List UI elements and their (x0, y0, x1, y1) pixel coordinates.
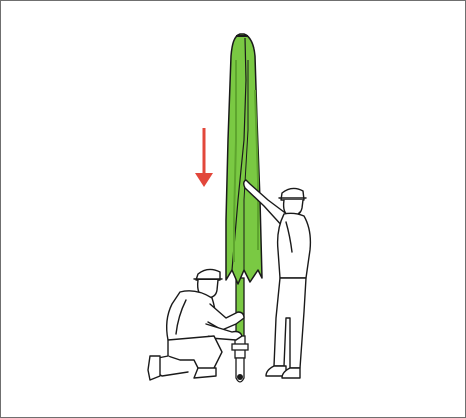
umbrella-pole (232, 278, 248, 382)
kneeling-person (148, 269, 244, 380)
arrow-down-icon (195, 128, 213, 187)
umbrella-cover (226, 34, 262, 284)
